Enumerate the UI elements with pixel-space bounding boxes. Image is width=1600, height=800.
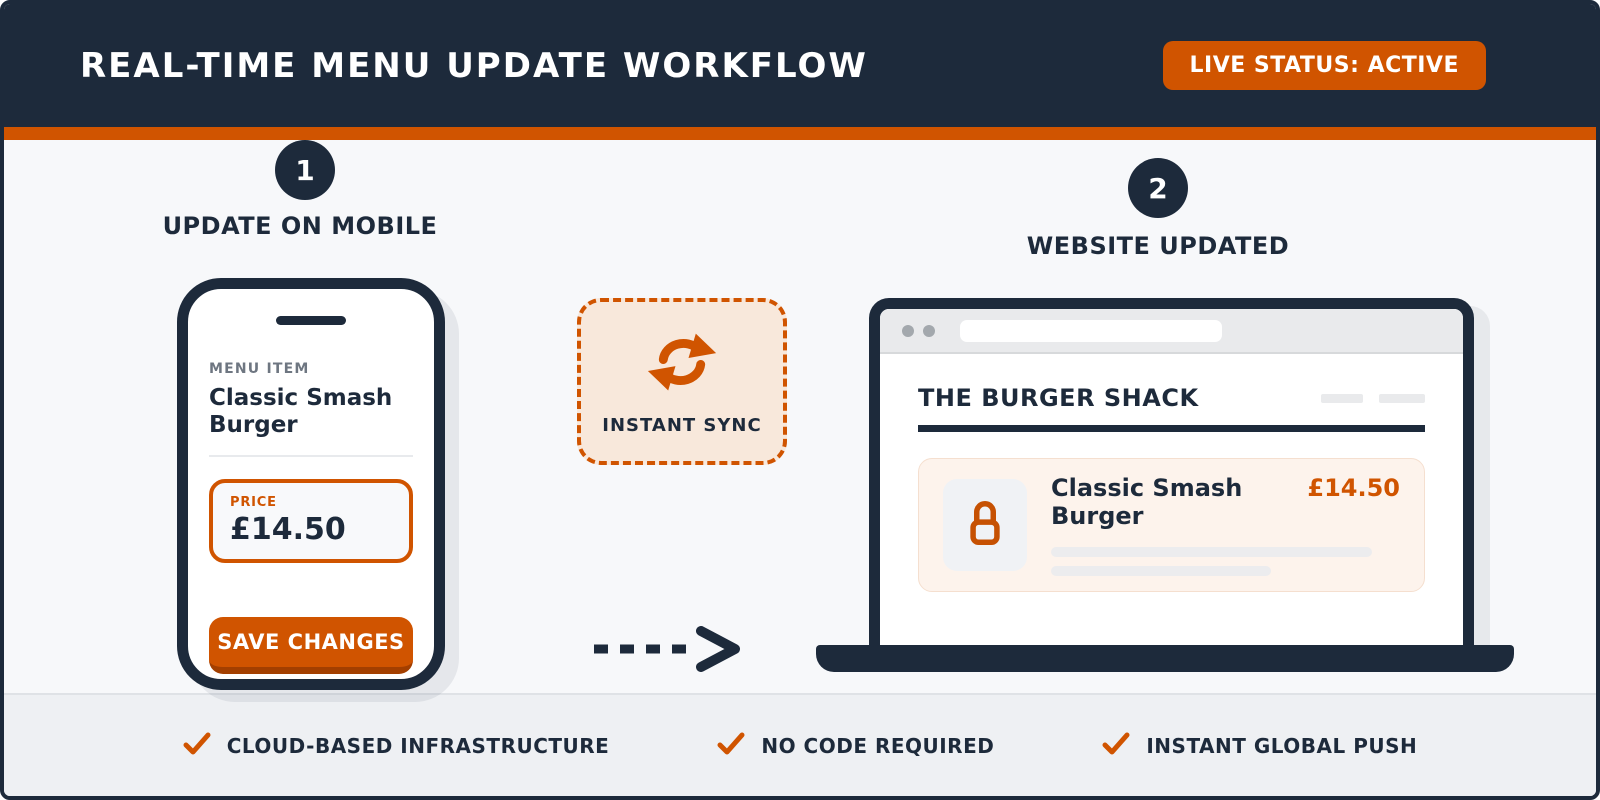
phone-notch [276,316,346,325]
step-2-title: WEBSITE UPDATED [1026,232,1290,260]
menu-item-name: Classic Smash Burger [209,385,393,439]
menu-item-label: MENU ITEM [209,361,310,377]
main-content: 1 UPDATE ON MOBILE MENU ITEM Classic Sma… [4,140,1596,693]
flow-arrow-icon [589,626,747,676]
site-header: THE BURGER SHACK [918,384,1425,412]
product-info: Classic Smash Burger £14.50 [1051,474,1400,576]
phone-mockup: MENU ITEM Classic Smash Burger PRICE £14… [177,278,445,690]
save-changes-button[interactable]: SAVE CHANGES [209,617,413,675]
footer-item-cloud: CLOUD-BASED INFRASTRUCTURE [183,731,610,761]
footer-item-push: INSTANT GLOBAL PUSH [1102,731,1417,761]
browser-toolbar [880,309,1463,354]
sync-icon [643,327,721,401]
site-name: THE BURGER SHACK [918,384,1199,412]
site-header-rule [918,425,1425,432]
window-dot-icon [923,324,935,337]
header-bar: REAL-TIME MENU UPDATE WORKFLOW LIVE STAT… [4,4,1596,127]
footer-bar: CLOUD-BASED INFRASTRUCTURE NO CODE REQUI… [4,693,1596,796]
product-card[interactable]: Classic Smash Burger £14.50 [918,458,1425,592]
nav-link-placeholder[interactable] [1321,393,1363,403]
laptop-base [816,645,1514,672]
page-title: REAL-TIME MENU UPDATE WORKFLOW [80,45,868,86]
phone-divider [209,455,413,458]
nav-placeholders [1321,393,1425,403]
browser-mockup: THE BURGER SHACK [869,298,1474,658]
checkmark-icon [1102,731,1130,761]
live-status-badge: LIVE STATUS: ACTIVE [1162,41,1486,90]
step-2-number: 2 [1128,158,1188,218]
product-price: £14.50 [1307,474,1400,502]
lock-icon [963,498,1007,552]
price-field[interactable]: PRICE £14.50 [209,479,413,564]
accent-divider [4,127,1596,140]
text-placeholder [1051,566,1271,576]
footer-item-nocode: NO CODE REQUIRED [717,731,994,761]
price-label: PRICE [230,495,277,511]
checkmark-icon [183,731,211,761]
product-name: Classic Smash Burger [1051,474,1243,530]
instant-sync-box: INSTANT SYNC [577,298,787,465]
text-placeholder [1051,547,1373,557]
price-value: £14.50 [230,512,346,548]
checkmark-icon [717,731,745,761]
window-dot-icon [902,324,914,337]
sync-label: INSTANT SYNC [602,415,762,436]
footer-item-label: NO CODE REQUIRED [761,733,995,758]
product-image-placeholder [943,479,1027,571]
url-bar[interactable] [960,319,1222,342]
nav-link-placeholder[interactable] [1379,393,1425,403]
footer-item-label: INSTANT GLOBAL PUSH [1146,733,1418,758]
step-1-title: UPDATE ON MOBILE [162,212,438,240]
footer-item-label: CLOUD-BASED INFRASTRUCTURE [226,733,610,758]
step-1-number: 1 [275,140,335,200]
